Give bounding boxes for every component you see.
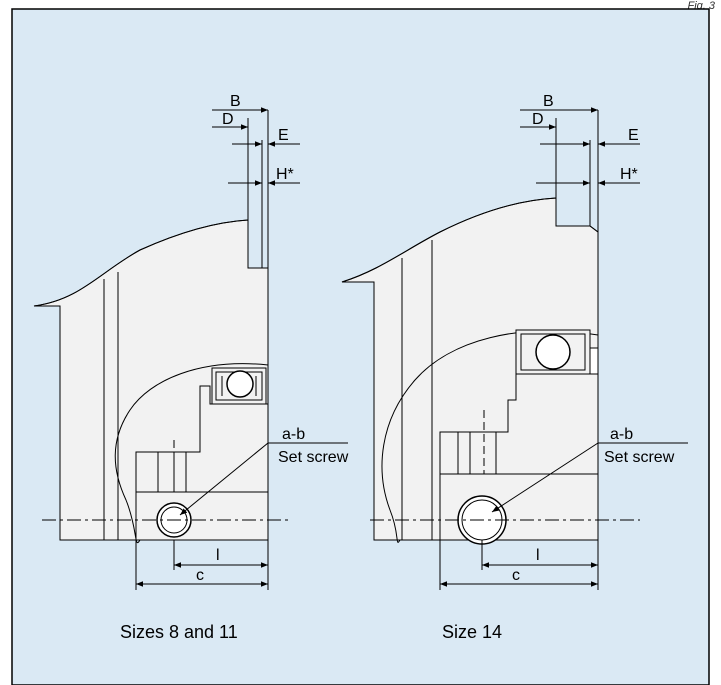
left-label-l: l xyxy=(216,547,220,564)
left-label-E: E xyxy=(278,127,289,144)
left-drawing xyxy=(33,107,348,590)
right-label-E: E xyxy=(628,127,639,144)
right-label-H: H* xyxy=(620,166,638,183)
left-caption: Sizes 8 and 11 xyxy=(120,622,238,642)
left-label-B: B xyxy=(230,93,241,110)
right-labels: B D E H* a-b Set screw l c Size 14 xyxy=(442,93,675,642)
right-label-B: B xyxy=(543,93,554,110)
right-label-set-screw: Set screw xyxy=(604,449,675,466)
right-label-l: l xyxy=(536,547,540,564)
right-caption: Size 14 xyxy=(442,622,502,642)
right-label-ab: a-b xyxy=(610,426,633,443)
left-labels: B D E H* a-b Set screw l c Sizes 8 and 1… xyxy=(120,93,349,642)
left-label-c: c xyxy=(196,567,204,584)
left-label-D: D xyxy=(222,111,234,128)
left-hub-block xyxy=(135,385,269,541)
left-label-set-screw: Set screw xyxy=(278,449,349,466)
left-label-ab: a-b xyxy=(282,426,305,443)
left-label-H: H* xyxy=(276,166,294,183)
right-drawing xyxy=(341,107,688,590)
right-label-D: D xyxy=(532,111,544,128)
right-label-c: c xyxy=(512,567,520,584)
